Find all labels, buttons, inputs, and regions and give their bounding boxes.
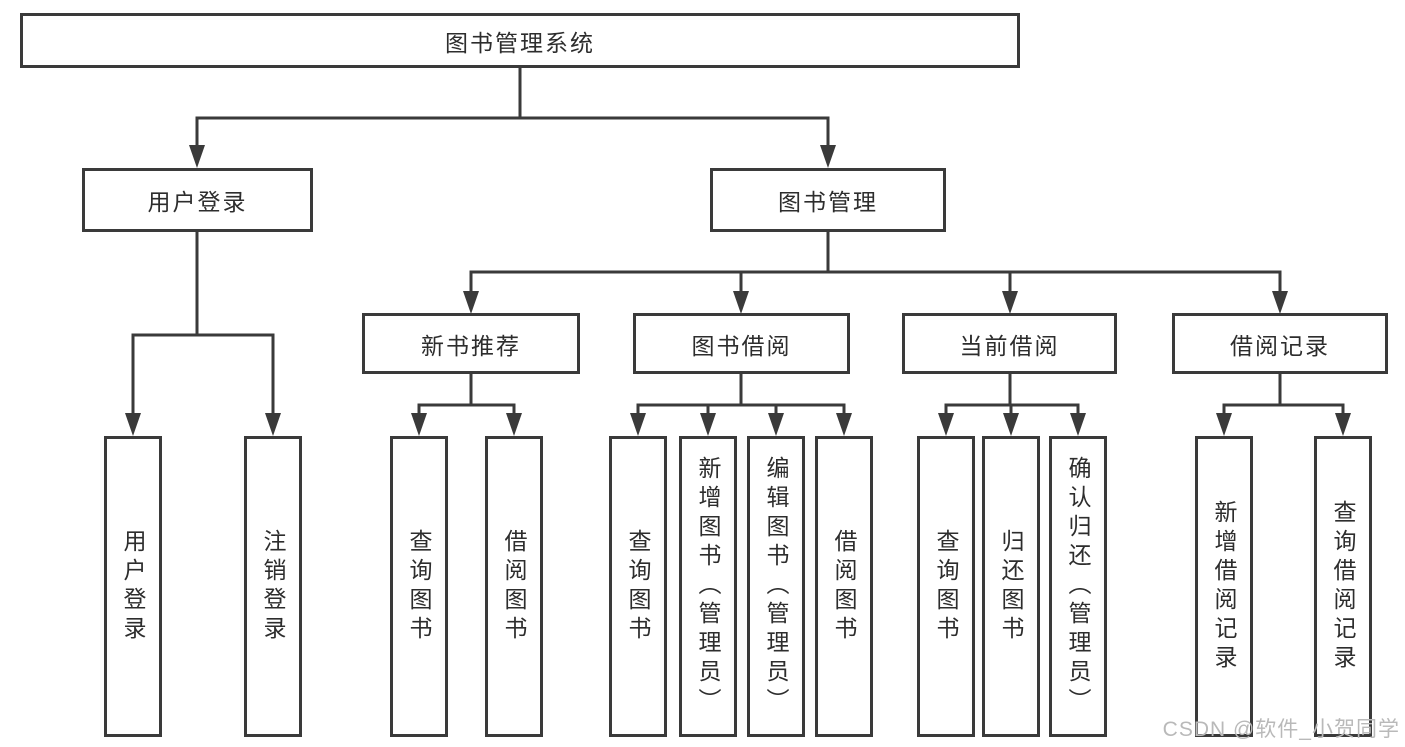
node-root: 图书管理系统 — [20, 13, 1020, 68]
node-book-management: 图书管理 — [710, 168, 946, 232]
csdn-watermark: CSDN @软件_小贺同学 — [1162, 718, 1400, 741]
connector-borrowing-records-to-leaves — [1216, 372, 1351, 436]
leaf-borrowing-add-book-admin: 新增图书（管理员） — [679, 436, 737, 737]
leaf-current-return-book: 归还图书 — [982, 436, 1040, 737]
node-current-borrowing: 当前借阅 — [902, 313, 1117, 374]
leaf-logout-login: 注销登录 — [244, 436, 302, 737]
connector-user-login-to-leaves — [125, 230, 281, 436]
node-book-borrowing: 图书借阅 — [633, 313, 850, 374]
leaf-current-query-book: 查询图书 — [917, 436, 975, 737]
leaf-recommend-query-book: 查询图书 — [390, 436, 448, 737]
connector-book-management-to-level3 — [463, 230, 1288, 314]
leaf-recommend-borrow-book: 借阅图书 — [485, 436, 543, 737]
leaf-current-confirm-return-admin: 确认归还（管理员） — [1049, 436, 1107, 737]
connector-new-book-recommend-to-leaves — [411, 372, 522, 436]
connector-current-borrowing-to-leaves — [938, 372, 1086, 436]
node-borrowing-records: 借阅记录 — [1172, 313, 1388, 374]
connector-root-to-level2 — [189, 66, 836, 168]
node-user-login: 用户登录 — [82, 168, 313, 232]
leaf-records-add-record: 新增借阅记录 — [1195, 436, 1253, 737]
leaf-borrowing-borrow-book: 借阅图书 — [815, 436, 873, 737]
node-new-book-recommend: 新书推荐 — [362, 313, 580, 374]
leaf-records-query-record: 查询借阅记录 — [1314, 436, 1372, 737]
leaf-user-login: 用户登录 — [104, 436, 162, 737]
connector-book-borrowing-to-leaves — [630, 372, 852, 436]
leaf-borrowing-query-book: 查询图书 — [609, 436, 667, 737]
leaf-borrowing-edit-book-admin: 编辑图书（管理员） — [747, 436, 805, 737]
